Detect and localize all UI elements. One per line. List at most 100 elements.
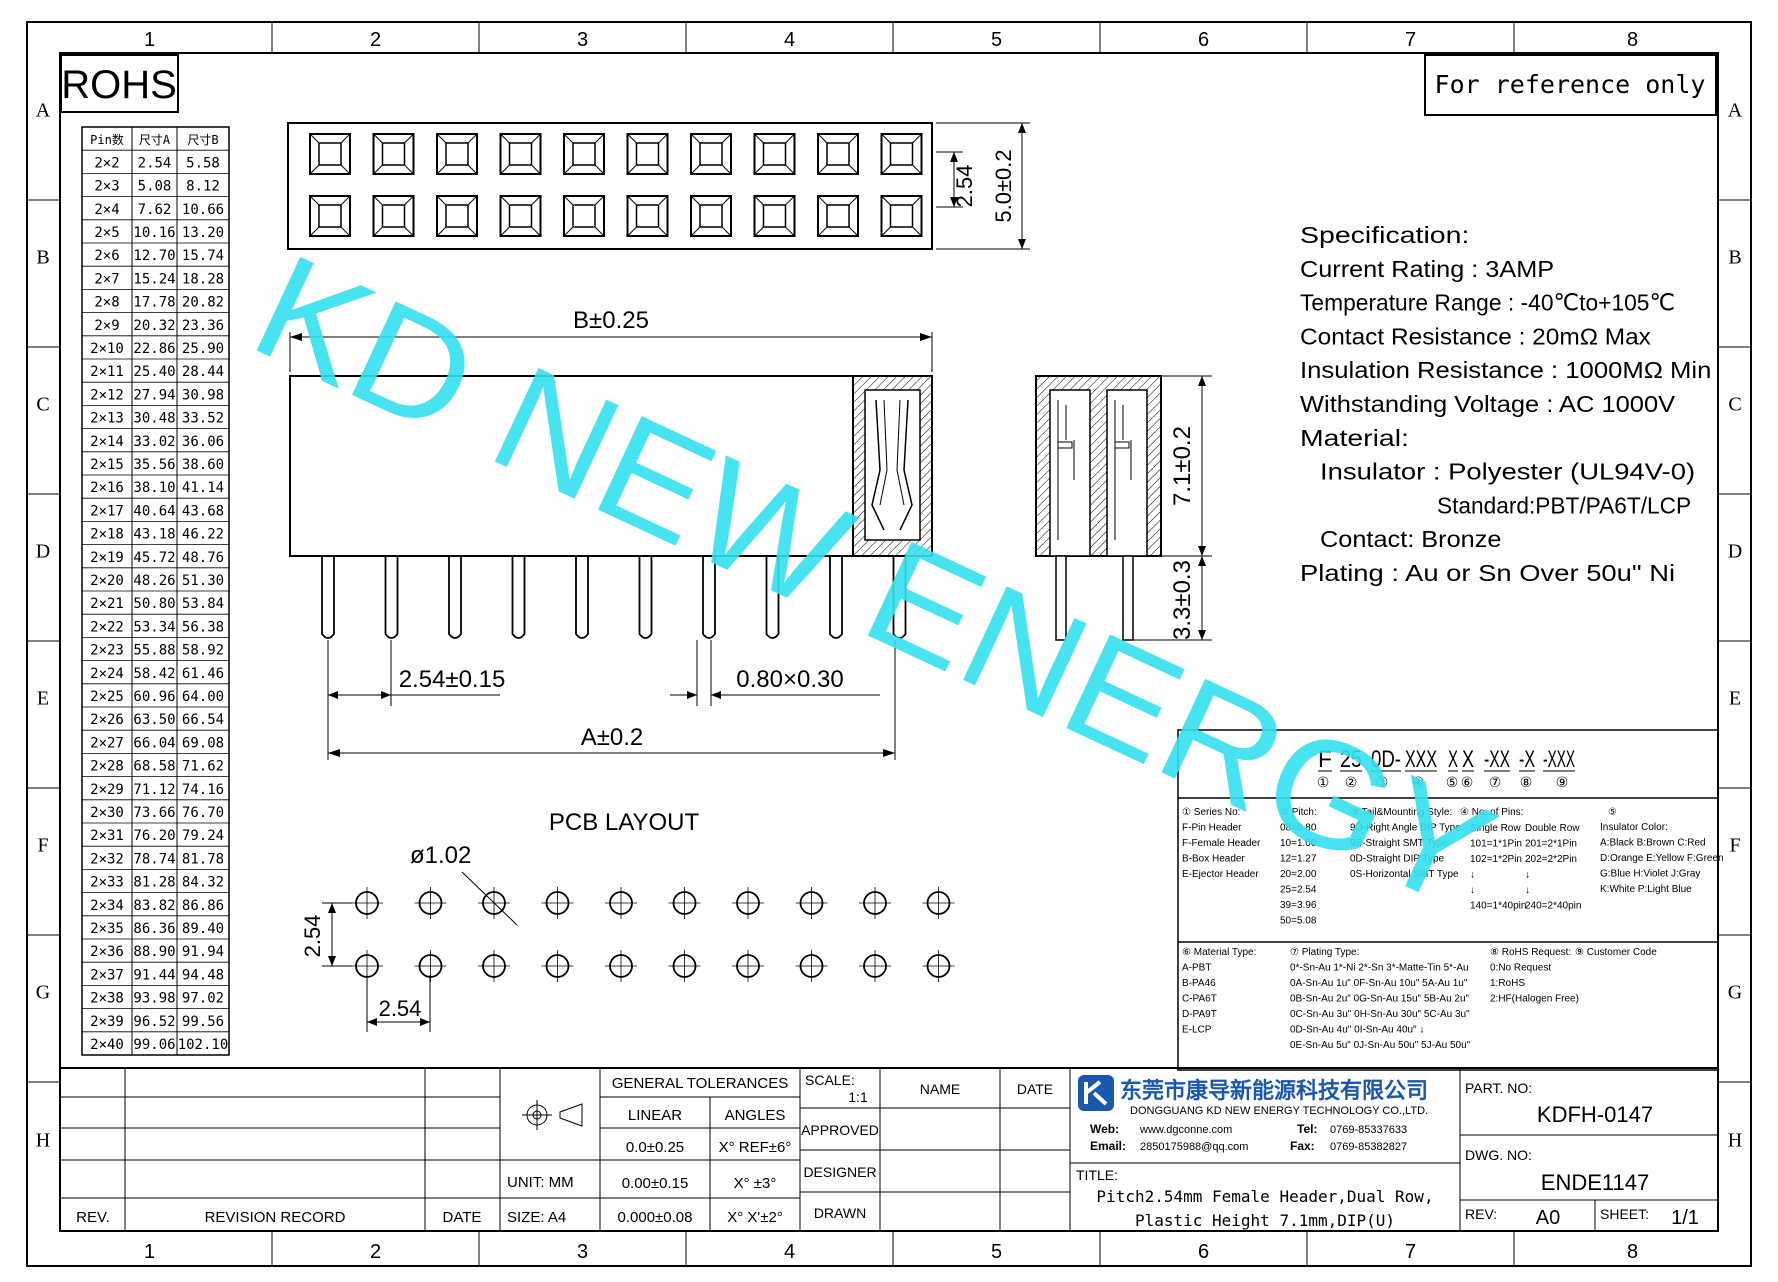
part-code-marker: ⑧: [1520, 775, 1533, 791]
pin-table-cell: 2×2: [94, 155, 119, 171]
row-marker-right: C: [1728, 394, 1741, 416]
legend-text: 0B-Sn-Au 2u" 0G-Sn-Au 15u" 5B-Au 2u": [1290, 994, 1470, 1005]
pin-table-cell: 69.08: [182, 735, 224, 751]
pin-table-cell: 86.86: [182, 898, 224, 914]
pin-table-cell: 2×18: [90, 527, 124, 543]
revision-date-label: DATE: [443, 1209, 482, 1226]
company-name-en: DONGGUANG KD NEW ENERGY TECHNOLOGY CO.,L…: [1130, 1105, 1428, 1117]
email-value: 2850175988@qq.com: [1140, 1141, 1248, 1153]
specification-block: Specification:Current Rating : 3AMPTempe…: [1300, 222, 1711, 586]
legend-text: 140=1*40pin: [1470, 901, 1526, 912]
pin-table-cell: 2×15: [90, 457, 124, 473]
part-code-segment: -X: [1519, 746, 1535, 773]
part-code-marker: ⑨: [1556, 775, 1569, 791]
part-code-segment: -XX: [1484, 746, 1510, 773]
pin-table-cell: 13.20: [182, 225, 224, 241]
connector-pin: [829, 556, 843, 639]
pin-table-cell: 2×6: [94, 248, 119, 264]
contact-opening: [753, 195, 796, 237]
contact-opening: [309, 195, 351, 237]
pin-table-header: 尺寸A: [139, 133, 171, 147]
fax-value: 0769-85382827: [1330, 1141, 1407, 1153]
pin-table-cell: 12.70: [133, 248, 175, 264]
pin-table-cell: 10.66: [182, 202, 224, 218]
pin-table-cell: 2×29: [90, 782, 124, 798]
part-code-segment: 25: [1340, 746, 1362, 773]
dwg-no-label: DWG. NO:: [1465, 1147, 1532, 1163]
legend-text: ⑥ Material Type:: [1182, 947, 1256, 958]
reference-note: For reference only: [1435, 70, 1706, 99]
column-marker-bottom: 1: [144, 1241, 155, 1263]
column-marker-top: 5: [991, 29, 1002, 51]
contact-opening: [309, 133, 351, 175]
dim-a-length: A±0.2: [581, 724, 644, 751]
rev-label: REV.: [76, 1209, 110, 1226]
legend-text: 0S-Horizontal SMT Type: [1350, 869, 1459, 880]
row-marker-left: D: [36, 541, 50, 563]
sheet-value: 1/1: [1671, 1207, 1699, 1229]
column-marker-bottom: 3: [577, 1241, 588, 1263]
dim-pitch-vertical: 2.54: [952, 165, 977, 208]
row-marker-left: G: [36, 982, 50, 1004]
title-block: REV. REVISION RECORD DATE UNIT: MM SIZE:…: [60, 1067, 1718, 1231]
row-marker-right: A: [1728, 100, 1743, 122]
row-marker-right: H: [1728, 1130, 1742, 1152]
connector-pin: [765, 556, 780, 639]
legend-text: 0:No Request: [1490, 963, 1551, 974]
pin-table-cell: 2×30: [90, 805, 124, 821]
angles-label: ANGLES: [725, 1107, 786, 1124]
pin-table-cell: 56.38: [182, 619, 224, 635]
row-marker-right: B: [1728, 247, 1741, 269]
pin-table-cell: 74.16: [182, 782, 224, 798]
part-code-marker: ⑥: [1461, 775, 1474, 791]
legend-text: 50=5.08: [1280, 916, 1317, 927]
pin-table-cell: 71.62: [182, 759, 224, 775]
legend-text: G:Blue H:Violet J:Gray: [1600, 869, 1700, 880]
column-marker-bottom: 4: [784, 1241, 795, 1263]
legend-text: 202=2*2Pin: [1525, 854, 1577, 865]
pin-table-cell: 2×16: [90, 480, 124, 496]
pin-table-cell: 55.88: [133, 643, 175, 659]
general-tolerances-label: GENERAL TOLERANCES: [612, 1075, 788, 1092]
legend-text: ④ No. of Pins:: [1460, 807, 1523, 818]
column-marker-top: 6: [1198, 29, 1209, 51]
part-code-marker: ⑦: [1489, 775, 1502, 791]
column-marker-top: 4: [784, 29, 795, 51]
angle-tolerance-1: X° REF±6°: [719, 1139, 792, 1156]
pin-table-cell: 96.52: [133, 1014, 175, 1030]
pin-table-cell: 2×23: [90, 643, 124, 659]
contact-opening: [372, 133, 415, 175]
pin-table-cell: 99.56: [182, 1014, 224, 1030]
drawn-label: DRAWN: [814, 1205, 866, 1221]
part-no-label: PART. NO:: [1465, 1080, 1532, 1096]
pin-table-cell: 2×5: [94, 225, 119, 241]
legend-text: 39=3.96: [1280, 900, 1317, 911]
pin-table-cell: 33.02: [133, 434, 175, 450]
dim-pin-pitch: 2.54±0.15: [399, 666, 506, 693]
spec-line: Insulation Resistance : 1000MΩ Min: [1300, 357, 1711, 383]
legend-text: 25=2.54: [1280, 885, 1317, 896]
legend-text: 10=1.00: [1280, 838, 1317, 849]
pin-table-cell: 53.34: [133, 619, 175, 635]
pin-table-cell: 28.44: [182, 364, 224, 380]
pin-table-cell: 2×22: [90, 619, 124, 635]
legend-text: 1:RoHS: [1490, 978, 1525, 989]
designer-label: DESIGNER: [803, 1164, 876, 1180]
column-marker-top: 7: [1405, 29, 1416, 51]
contact-opening: [563, 195, 605, 237]
legend-text: ② Pitch:: [1280, 807, 1317, 818]
contact-opening: [563, 133, 605, 175]
legend-text: ⑨ Customer Code: [1575, 947, 1657, 958]
pin-table-cell: 25.90: [182, 341, 224, 357]
fax-label: Fax:: [1290, 1139, 1315, 1153]
scale-label: SCALE:: [805, 1072, 855, 1088]
legend-text: C-PA6T: [1182, 994, 1217, 1005]
pin-table-cell: 2×14: [90, 434, 124, 450]
legend-text: Double Row: [1525, 823, 1580, 834]
pin-table-cell: 7.62: [138, 202, 172, 218]
row-marker-right: F: [1729, 835, 1740, 857]
pin-table-cell: 2×33: [90, 875, 124, 891]
date-column-label: DATE: [1017, 1081, 1053, 1097]
